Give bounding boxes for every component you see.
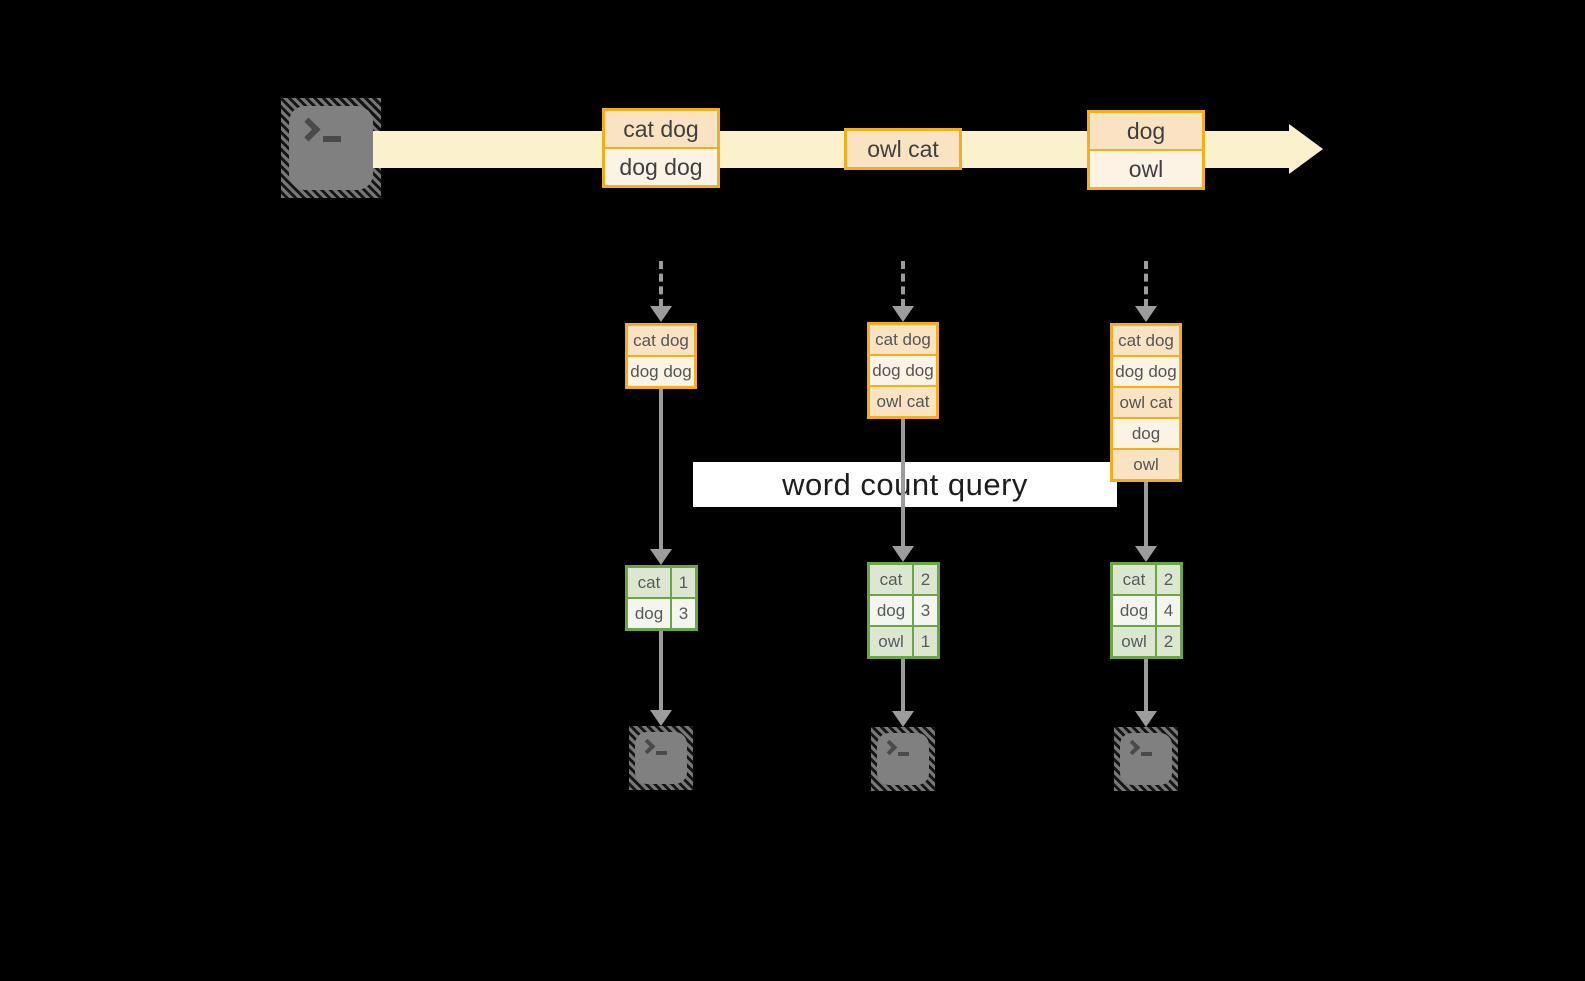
terminal-screen xyxy=(1120,733,1172,785)
count-value-cell: 1 xyxy=(672,568,695,597)
stream-event-box-3: dog owl xyxy=(1087,110,1205,190)
count-word-cell: cat xyxy=(870,565,912,594)
count-value-cell: 3 xyxy=(672,599,695,628)
dashed-connector-2 xyxy=(901,261,905,307)
count-word-cell: owl xyxy=(870,627,912,656)
terminal-cursor-icon xyxy=(898,752,909,756)
event-line: owl cat xyxy=(847,131,959,167)
consumer-terminal-icon-2 xyxy=(871,727,935,791)
event-line: dog xyxy=(1090,113,1202,149)
count-word-cell: dog xyxy=(870,596,912,625)
count-value-cell: 2 xyxy=(1157,627,1180,656)
state-box-3: cat dog dog dog owl cat dog owl xyxy=(1110,323,1182,482)
dashed-connector-arrowhead-1 xyxy=(650,306,672,322)
count-word-cell: dog xyxy=(1113,596,1155,625)
count-value-cell: 4 xyxy=(1157,596,1180,625)
connector-table-to-terminal-3 xyxy=(1144,659,1148,713)
connector-table-to-terminal-2 xyxy=(901,659,905,713)
event-line: dog dog xyxy=(605,149,717,185)
dashed-connector-arrowhead-2 xyxy=(892,306,914,322)
state-record: dog dog xyxy=(1113,357,1179,386)
connector-table-to-terminal-1 xyxy=(659,631,663,712)
event-line: owl xyxy=(1090,151,1202,187)
state-box-2: cat dog dog dog owl cat xyxy=(867,322,939,419)
query-label-band: word count query xyxy=(693,462,1117,507)
terminal-cursor-icon xyxy=(323,136,341,142)
terminal-screen xyxy=(289,106,373,190)
count-row: cat 2 xyxy=(1113,565,1180,594)
state-record: dog dog xyxy=(870,356,936,385)
state-record: cat dog xyxy=(628,326,694,355)
count-word-cell: owl xyxy=(1113,627,1155,656)
count-table-3: cat 2 dog 4 owl 2 xyxy=(1110,562,1183,659)
terminal-screen xyxy=(635,732,687,784)
consumer-terminal-icon-1 xyxy=(629,726,693,790)
dashed-connector-arrowhead-3 xyxy=(1135,306,1157,322)
state-record: dog dog xyxy=(628,357,694,386)
count-row: cat 1 xyxy=(628,568,695,597)
count-row: dog 3 xyxy=(628,599,695,628)
count-table-1: cat 1 dog 3 xyxy=(625,565,698,631)
count-word-cell: cat xyxy=(628,568,670,597)
count-word-cell: cat xyxy=(1113,565,1155,594)
count-row: dog 4 xyxy=(1113,596,1180,625)
count-value-cell: 2 xyxy=(1157,565,1180,594)
connector-arrowhead xyxy=(892,711,914,727)
count-value-cell: 1 xyxy=(914,627,937,656)
word-count-query-label: word count query xyxy=(782,466,1028,502)
stream-event-box-2: owl cat xyxy=(844,128,962,170)
state-record: cat dog xyxy=(870,325,936,354)
count-table-2: cat 2 dog 3 owl 1 xyxy=(867,562,940,659)
dashed-connector-1 xyxy=(659,261,663,307)
terminal-cursor-icon xyxy=(1141,752,1152,756)
dashed-connector-3 xyxy=(1144,261,1148,307)
stream-event-box-1: cat dog dog dog xyxy=(602,108,720,188)
connector-state-to-table-2 xyxy=(901,419,905,548)
connector-state-to-table-3 xyxy=(1144,482,1148,548)
connector-arrowhead xyxy=(650,549,672,565)
event-line: cat dog xyxy=(605,111,717,147)
connector-arrowhead xyxy=(1135,546,1157,562)
connector-arrowhead xyxy=(1135,711,1157,727)
count-value-cell: 3 xyxy=(914,596,937,625)
state-record: dog xyxy=(1113,419,1179,448)
count-row: dog 3 xyxy=(870,596,937,625)
state-box-1: cat dog dog dog xyxy=(625,323,697,389)
connector-arrowhead xyxy=(892,546,914,562)
connector-state-to-table-1 xyxy=(659,389,663,551)
terminal-cursor-icon xyxy=(656,751,667,755)
consumer-terminal-icon-3 xyxy=(1114,727,1178,791)
state-record: cat dog xyxy=(1113,326,1179,355)
state-record: owl cat xyxy=(1113,388,1179,417)
count-row: owl 2 xyxy=(1113,627,1180,656)
terminal-screen xyxy=(877,733,929,785)
connector-arrowhead xyxy=(650,710,672,726)
count-row: cat 2 xyxy=(870,565,937,594)
count-value-cell: 2 xyxy=(914,565,937,594)
count-word-cell: dog xyxy=(628,599,670,628)
state-record: owl cat xyxy=(870,387,936,416)
stream-arrowhead-icon xyxy=(1289,124,1323,174)
source-terminal-icon xyxy=(281,98,381,198)
count-row: owl 1 xyxy=(870,627,937,656)
state-record: owl xyxy=(1113,450,1179,479)
